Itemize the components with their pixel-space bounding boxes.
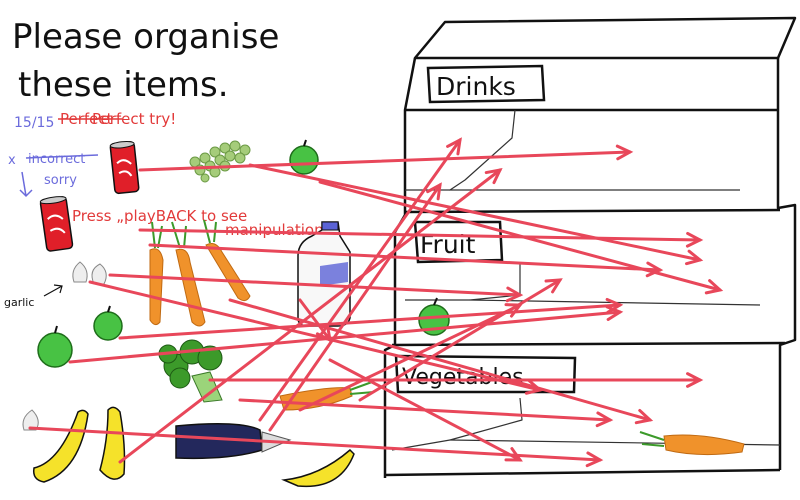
arrowhead-icon [595,411,614,428]
move-arrow [298,298,332,342]
move-arrow [148,243,662,272]
cola-can-icon[interactable] [109,140,140,195]
move-arrow [108,273,522,297]
move-arrow [138,228,702,242]
move-arrow [258,138,462,422]
move-arrow [298,303,522,412]
arrowhead-icon [634,408,654,425]
shelf-label-fruit[interactable]: Fruit [413,220,504,264]
move-arrow [118,168,502,464]
feedback-mark: x [8,153,16,168]
move-arrow [68,310,622,364]
feedback-crossed-word: incorrect [28,152,85,167]
arrowhead-icon [315,324,332,343]
apple-icon[interactable] [289,139,319,175]
arrowhead-icon [605,305,624,321]
move-arrow [118,303,622,340]
arrowhead-icon [615,144,634,161]
arrowhead-icon [685,231,704,248]
arrowhead-icon [684,249,704,266]
move-arrow [358,278,562,402]
shelf-unit [383,16,797,478]
instruction-line-1: Please organise [12,17,279,57]
arrowhead-icon [704,279,724,295]
feedback-note: x incorrect sorry [8,152,99,198]
arrowhead-icon [544,278,563,294]
grapes-icon[interactable] [189,140,251,183]
shelf-top [413,16,797,60]
feedback-arrow-icon [19,171,33,198]
hint-text: Press „playBACK to see manipulation [72,207,324,239]
arrowhead-icon [426,182,442,201]
shelf-right-edge [776,58,797,470]
garlic-icon[interactable] [72,261,107,285]
apple-icon[interactable] [93,305,123,341]
apple-icon[interactable] [37,325,73,368]
shelf-left-edge [383,57,417,478]
move-arrow [88,280,542,392]
arrowhead-icon [504,447,523,462]
feedback-note-text: sorry [44,173,77,188]
move-arrows [28,137,724,468]
garlic-icon[interactable] [22,409,39,431]
instruction-line-2: these items. [18,65,229,105]
move-arrow [138,150,632,172]
garlic-caption: garlic [4,284,63,309]
arrowhead-icon [686,372,704,388]
hint-line-1: Press „playBACK to see [72,207,247,225]
carrot-icon[interactable] [639,431,745,456]
move-arrow [28,426,602,462]
feedback-strikethrough [25,154,99,159]
garlic-label: garlic [4,296,34,309]
arrowhead-icon [446,137,462,156]
arrowhead-icon [645,261,664,278]
arrowhead-icon [585,451,604,468]
shelf-divider-3 [391,341,786,347]
score-display: 15/15 Perfect Perfect try! [14,110,176,131]
score-text: 15/15 [14,115,54,131]
arrowhead-icon [484,167,503,185]
milk-jug-icon[interactable] [297,221,351,327]
arrowhead-icon [505,286,524,303]
move-arrow [248,163,702,262]
move-arrow [228,298,652,422]
shelf-label-drinks-text: Drinks [436,72,516,101]
garlic-pointer-icon [43,284,63,297]
score-overwrite: Perfect try! [92,110,176,128]
hint-line-2: manipulation [225,221,324,239]
move-arrow [268,183,442,432]
shelf-bottom [384,468,781,477]
move-arrow [328,358,522,462]
bananas-icon[interactable] [32,406,355,488]
shelf-label-drinks[interactable]: Drinks [426,64,546,104]
cola-can-icon[interactable] [39,195,74,252]
